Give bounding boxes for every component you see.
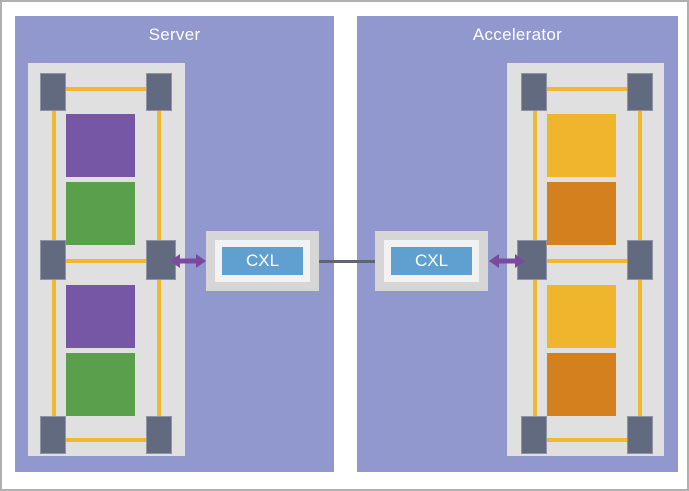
- server-to-cxl-double-arrow: [170, 250, 206, 272]
- accelerator-trace-horizontal-bottom: [533, 438, 642, 442]
- cxl-module-right[interactable]: CXL: [375, 231, 488, 291]
- accelerator-trace-horizontal-top: [533, 87, 642, 91]
- server-connector-bottom-left: [40, 416, 66, 454]
- accelerator-memory-module-1: [547, 114, 616, 177]
- cxl-module-right-label: CXL: [391, 247, 472, 275]
- accelerator-panel-title: Accelerator: [472, 25, 563, 44]
- cxl-module-left-inner-frame: CXL: [215, 240, 310, 282]
- accelerator-connector-middle-right: [627, 240, 653, 280]
- accelerator-connector-top-right: [627, 73, 653, 111]
- server-trace-horizontal-middle: [52, 259, 161, 263]
- accelerator-memory-module-2: [547, 182, 616, 245]
- server-connector-top-left: [40, 73, 66, 111]
- server-connector-top-right: [146, 73, 172, 111]
- accelerator-memory-module-3: [547, 285, 616, 348]
- accelerator-memory-module-4: [547, 353, 616, 416]
- server-connector-bottom-right: [146, 416, 172, 454]
- accelerator-to-cxl-double-arrow: [489, 250, 525, 272]
- accelerator-board: [507, 63, 664, 456]
- server-memory-module-4: [66, 353, 135, 416]
- accelerator-connector-bottom-left: [521, 416, 547, 454]
- accelerator-connector-top-left: [521, 73, 547, 111]
- double-arrow-icon: [489, 254, 525, 268]
- server-memory-module-3: [66, 285, 135, 348]
- server-trace-horizontal-bottom: [52, 438, 161, 442]
- server-panel-title: Server: [148, 25, 201, 44]
- cxl-module-left[interactable]: CXL: [206, 231, 319, 291]
- panel-gutter: [334, 16, 357, 472]
- cxl-module-right-inner-frame: CXL: [384, 240, 479, 282]
- server-memory-module-1: [66, 114, 135, 177]
- server-board: [28, 63, 185, 456]
- server-connector-middle-left: [40, 240, 66, 280]
- server-memory-module-2: [66, 182, 135, 245]
- cxl-module-left-label: CXL: [222, 247, 303, 275]
- accelerator-trace-horizontal-middle: [529, 259, 642, 263]
- server-trace-horizontal-top: [52, 87, 161, 91]
- server-connector-middle-right: [146, 240, 176, 280]
- double-arrow-icon: [170, 254, 206, 268]
- accelerator-connector-bottom-right: [627, 416, 653, 454]
- cxl-link-line: [297, 260, 397, 263]
